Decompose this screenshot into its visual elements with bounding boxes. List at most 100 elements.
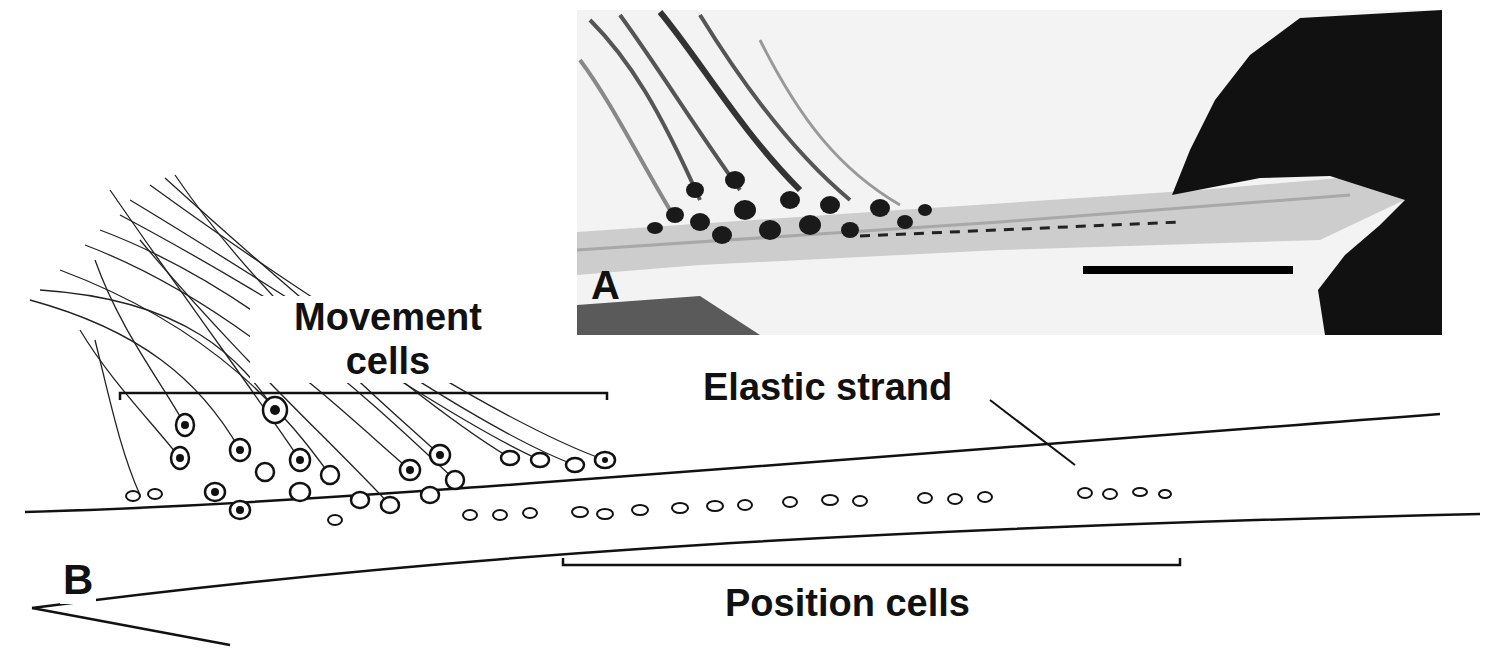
photo-dark-mass [1172,10,1442,335]
neuron [126,491,140,501]
photo-cell-row [860,222,1180,236]
neuron [1159,490,1171,498]
nucleus [236,506,244,514]
nucleus [436,451,444,459]
photo-cell [897,215,913,229]
movement-cell-bodies [171,397,615,519]
neuron [290,483,310,501]
photo-nerve-fiber [700,15,850,200]
photo-cell [841,222,859,238]
neuron [148,489,162,499]
nucleus [211,488,219,496]
neuron [853,496,867,506]
photo-cell [799,215,821,235]
part-label: Position cells [722,582,973,626]
photo-cell [686,182,704,198]
nucleus [602,457,608,463]
axon [30,300,240,450]
neuron [381,497,399,513]
nucleus [406,466,414,474]
neuron [597,509,613,519]
nucleus [296,456,304,464]
movement-bracket [120,393,607,400]
brackets [120,393,1180,565]
photo-strand [577,178,1415,275]
neuron [501,451,519,465]
photo-fiber [577,195,1350,250]
photo-nerve-fiber [580,60,670,210]
nucleus [181,421,189,429]
neuron [1133,488,1147,496]
scale-bar [1083,266,1293,274]
part-label: Movement cells [250,296,526,383]
neuron [572,507,588,517]
strand-edge [25,414,1440,512]
neuron [978,492,992,502]
photo-cell [647,222,663,234]
axon [95,260,185,425]
photo-cell [780,191,800,209]
axons [30,175,605,505]
neuron [672,503,688,513]
neuron [328,515,342,525]
neuron [918,493,932,503]
neuron [707,501,723,511]
neuron [351,492,369,508]
neuron [321,466,339,484]
photo-cells [647,171,932,244]
neuron [176,414,194,436]
neuron [523,508,537,518]
part-label: A [588,262,623,308]
neuron [493,510,507,520]
photo-cell [712,226,732,244]
neuron [632,505,648,515]
neuron [822,495,838,505]
neuron [566,458,584,472]
strand-edge [32,608,230,645]
part-label: B [60,556,96,604]
photo-nerve [580,12,900,210]
neuron [948,494,962,504]
position-bracket [563,558,1180,565]
neuron [1078,488,1092,498]
nucleus [236,446,244,454]
photo-nerve-fiber [760,40,900,205]
axon [95,340,140,495]
neuron [595,452,615,468]
photo-ground [577,10,1442,335]
part-label: Elastic strand [700,366,955,410]
neuron [263,397,287,423]
neuron [1103,489,1117,499]
neuron [230,501,250,519]
neuron [171,447,189,469]
nucleus [270,405,280,415]
leader-line [990,400,1075,465]
photo-cell [918,204,932,216]
neuron [738,500,752,510]
photo-cell [690,213,710,231]
neuron [430,445,450,465]
photo-nerve-fiber [660,12,800,190]
photo-panel [577,10,1442,335]
neuron [290,449,310,471]
photo-cell [734,200,756,220]
neuron [463,510,477,520]
neuron [446,471,464,489]
nucleus [176,454,184,462]
photo-cell [666,207,684,223]
neuron [421,487,439,503]
neuron [230,439,250,461]
neuron [531,453,549,467]
nuclei [176,405,608,514]
photo-cell [725,171,745,189]
neuron [783,497,797,507]
photo-cell [870,199,890,217]
neuron [400,460,420,480]
neuron [205,483,225,501]
photo-cell [759,220,781,240]
neuron [256,463,274,481]
position-cell-bodies [126,488,1171,525]
strand-outline [25,414,1480,645]
axon [120,215,540,460]
